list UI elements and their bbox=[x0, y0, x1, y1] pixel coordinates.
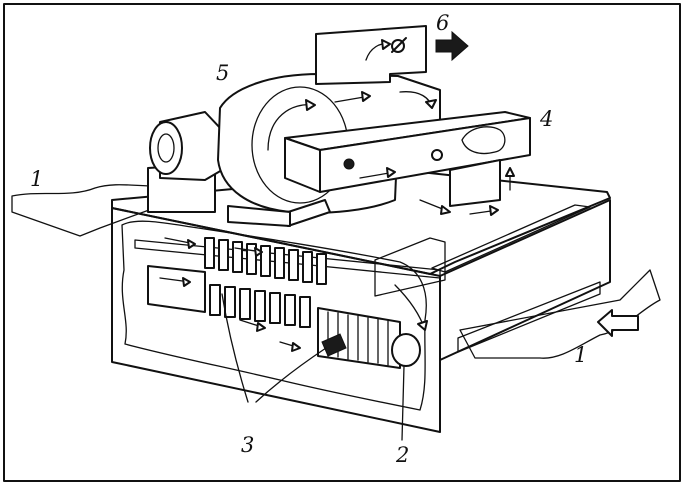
motor-shaft-hub bbox=[157, 133, 175, 163]
exhaust-stack bbox=[315, 25, 427, 85]
upper-nozzle-row bbox=[204, 237, 327, 285]
left-air-box bbox=[147, 265, 206, 313]
leader-3a bbox=[221, 293, 249, 403]
collector-leg-right bbox=[449, 159, 501, 207]
collector-airflow-arrows bbox=[359, 167, 515, 216]
label-exhaust: 6 bbox=[436, 11, 449, 35]
label-nozzles: 3 bbox=[241, 433, 254, 457]
label-fan: 5 bbox=[216, 61, 229, 85]
figure-frame bbox=[3, 3, 681, 482]
damper-lever bbox=[391, 37, 407, 53]
fan-icon bbox=[305, 99, 316, 111]
web-exit-slot bbox=[457, 281, 601, 353]
intake-arrow-icon bbox=[597, 309, 639, 337]
heater-cap bbox=[391, 333, 421, 367]
housing-front bbox=[111, 207, 441, 433]
exhaust-arrow-icon bbox=[435, 30, 469, 62]
web-material-right bbox=[459, 269, 661, 359]
label-collector: 4 bbox=[539, 107, 553, 131]
top-rail bbox=[431, 204, 591, 273]
housing-side bbox=[439, 199, 611, 361]
leader-2 bbox=[401, 365, 405, 441]
exhaust-flow-arrowhead bbox=[381, 39, 391, 50]
collector-valve bbox=[431, 149, 443, 161]
collector-duct-end bbox=[284, 137, 321, 193]
cutaway-boundary bbox=[121, 220, 427, 411]
leader-3b bbox=[255, 347, 327, 403]
label-heater: 2 bbox=[395, 443, 409, 467]
fan-airflow-arrows bbox=[334, 91, 437, 109]
collector-port bbox=[343, 158, 355, 170]
motor-end-cap bbox=[149, 121, 183, 175]
upper-manifold-duct bbox=[374, 237, 446, 297]
upper-manifold bbox=[134, 239, 441, 279]
label-web-right: 1 bbox=[574, 343, 587, 367]
interior-airflow-arrows bbox=[159, 237, 428, 352]
collector-filter bbox=[461, 126, 506, 155]
fan-base bbox=[227, 205, 291, 227]
burner-nozzle-icon bbox=[321, 333, 347, 357]
lower-nozzle-row bbox=[209, 284, 311, 328]
label-web-left: 1 bbox=[30, 167, 43, 191]
